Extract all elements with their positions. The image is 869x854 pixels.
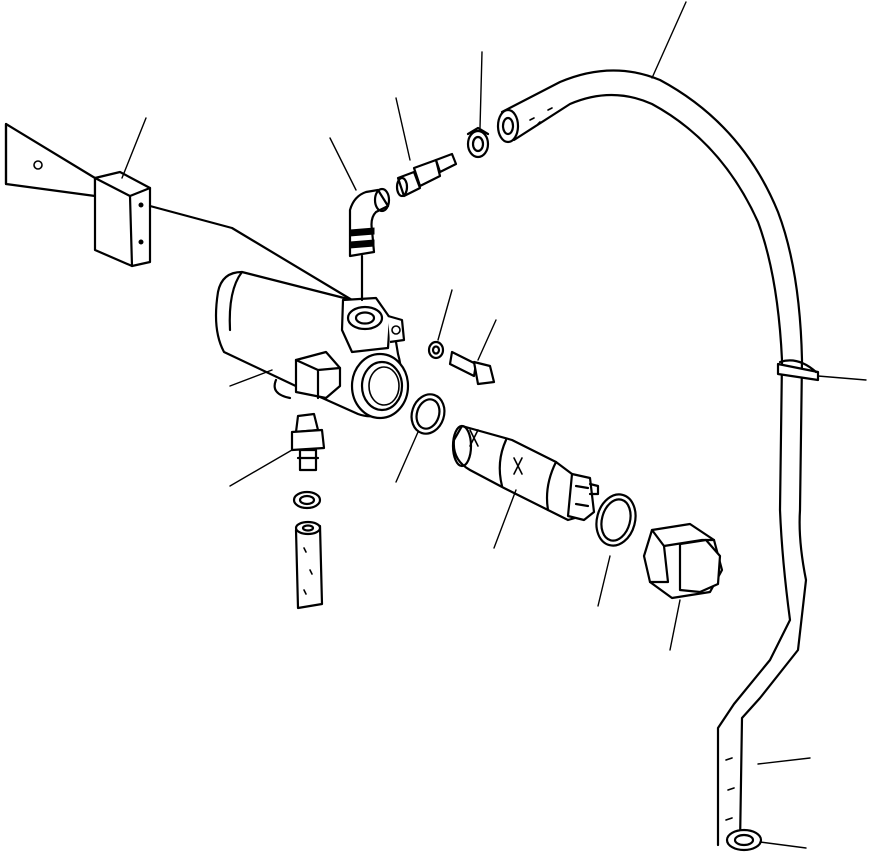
hose-clamp-bottom	[727, 830, 761, 850]
mounting-bracket	[6, 124, 352, 300]
barbed-connector	[292, 414, 324, 470]
hose-clamp-top	[468, 128, 488, 157]
o-ring-small	[407, 390, 450, 438]
o-ring-large	[591, 490, 641, 550]
strainer-element	[453, 426, 598, 520]
filter-housing	[216, 272, 408, 418]
plug-cap	[644, 524, 722, 598]
washer	[429, 342, 443, 358]
straight-connector	[397, 154, 456, 196]
leader-lines	[122, 2, 866, 848]
long-hose	[498, 70, 818, 845]
elbow-fitting	[350, 189, 389, 300]
bolt	[450, 352, 494, 384]
short-hose	[296, 522, 322, 608]
hose-clamp-small	[294, 492, 320, 508]
